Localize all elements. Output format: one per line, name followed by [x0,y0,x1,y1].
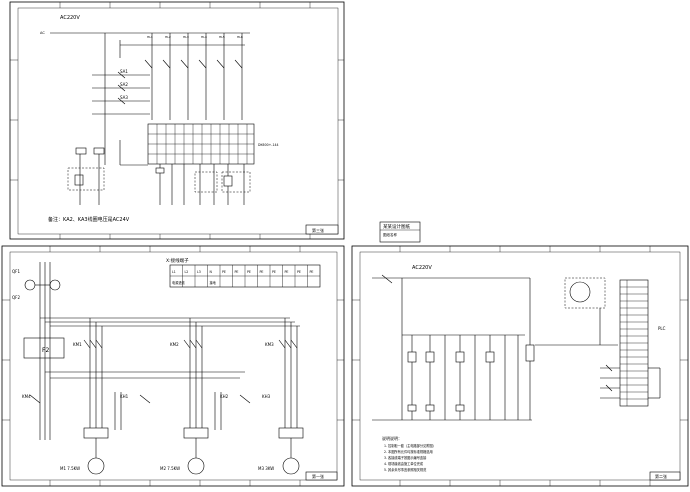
right-note-line-3: 3. 各接线端子按图示编号连接 [384,455,427,460]
sheet-left: X:接线端子 L1 L2 L3 N PE PE PE PE PE PE PE P… [1,245,345,487]
right-title-line1: 某某设计图纸 [383,223,410,230]
left-contactor-km3: KM3 [265,342,274,347]
left-motor-m3 [282,457,300,475]
left-contactor-columns [29,318,298,430]
terminal-header-11: PE [297,270,301,274]
left-breaker-f2: F2 [42,347,49,354]
left-relay-kh2: KH2 [220,394,229,399]
top-switch-label-3: SA3 [120,95,128,100]
left-sheet-label: 第一张 [312,473,324,479]
top-plc-terminal-dividers [156,124,248,164]
top-switch-label-1: SA1 [120,69,128,74]
sheet-right-inner-border [359,251,681,481]
sheet-right: 某某设计图纸 图纸名称 AC220V [351,221,689,487]
top-lamp-label-2: HL2 [165,35,171,39]
terminal-header-10: PE [285,270,289,274]
top-lamp-label-6: HL6 [237,35,243,39]
left-breaker-qf2: QF2 [12,295,20,300]
left-motor-m2 [187,457,205,475]
right-sheet-label: 第二张 [655,473,667,479]
top-lamp-label-3: HL3 [183,35,189,39]
right-note-line-1: 1. 控制柜一套（主电路部分见附图） [384,443,436,448]
top-control-panel-label: DK600+-144 [258,143,279,147]
right-notes-title: 说明说明： [382,435,402,441]
terminal-header-9: PE [272,270,276,274]
terminal-header-6: PE [235,270,239,274]
terminal-header-5: PE [222,270,226,274]
right-title-line2: 图纸名称 [383,232,397,237]
left-breaker-qf1: QF1 [12,269,20,274]
top-switch-rows [92,71,150,115]
right-voltage-label: AC220V [412,265,432,271]
right-terminal-rows [620,280,648,406]
right-note-line-5: 5. 其余未尽事宜参照相关规范 [384,467,427,472]
sheet-top: AC220V AC HL1 HL2 HL3 HL4 HL5 HL6 [9,1,345,240]
terminal-header-7: PE [247,270,251,274]
top-lamp-label-1: HL1 [147,35,153,39]
left-contactor-km2: KM2 [170,342,179,347]
terminal-header-2: L2 [185,270,189,274]
top-lamp-label-5: HL5 [219,35,225,39]
left-motor-label-m3: M3 3KW [258,466,274,471]
right-note-line-2: 2. 本图所有元件均按标准规格选用 [384,449,433,454]
top-lamp-columns [144,33,243,120]
left-motor-label-m2: M2 7.5KW [160,466,180,471]
terminal-header-4: N [210,270,213,274]
left-contactor-km4: KM4 [22,394,31,399]
top-sheet-label: 第三张 [312,227,324,233]
left-contactor-km1: KM1 [73,342,82,347]
left-f2-box [23,337,65,359]
top-note: 备注：KA2、KA3线圈电压是AC24V [48,216,130,223]
top-lamp-label-4: HL4 [201,35,207,39]
top-voltage-label: AC220V [60,15,80,21]
sheet-top-inner-border [17,7,339,235]
sheet-left-border [1,245,345,487]
terminal-row2-1: 电源进线 [172,280,186,285]
right-note-line-4: 4. 现场接线由施工单位完成 [384,461,424,466]
terminal-header-12: PE [310,270,314,274]
terminal-header-1: L1 [172,270,176,274]
terminal-row2-4: 接地 [210,280,217,285]
left-motor-m1 [87,457,105,475]
left-terminal-title: X:接线端子 [166,257,189,264]
terminal-header-3: L3 [197,270,201,274]
left-main-bus [39,262,300,440]
right-unit-label: PLC [658,326,666,331]
left-relay-kh3: KH3 [262,394,271,399]
sheet-right-border [351,245,689,487]
sheet-top-border [9,1,345,240]
sheet-left-inner-border [9,251,338,481]
terminal-header-8: PE [260,270,264,274]
left-motor-label-m1: M1 7.5KW [60,466,80,471]
right-title-box [379,221,421,243]
top-ac-label: AC [40,31,45,35]
left-relay-kh1: KH1 [120,394,129,399]
top-switch-label-2: SA2 [120,82,128,87]
